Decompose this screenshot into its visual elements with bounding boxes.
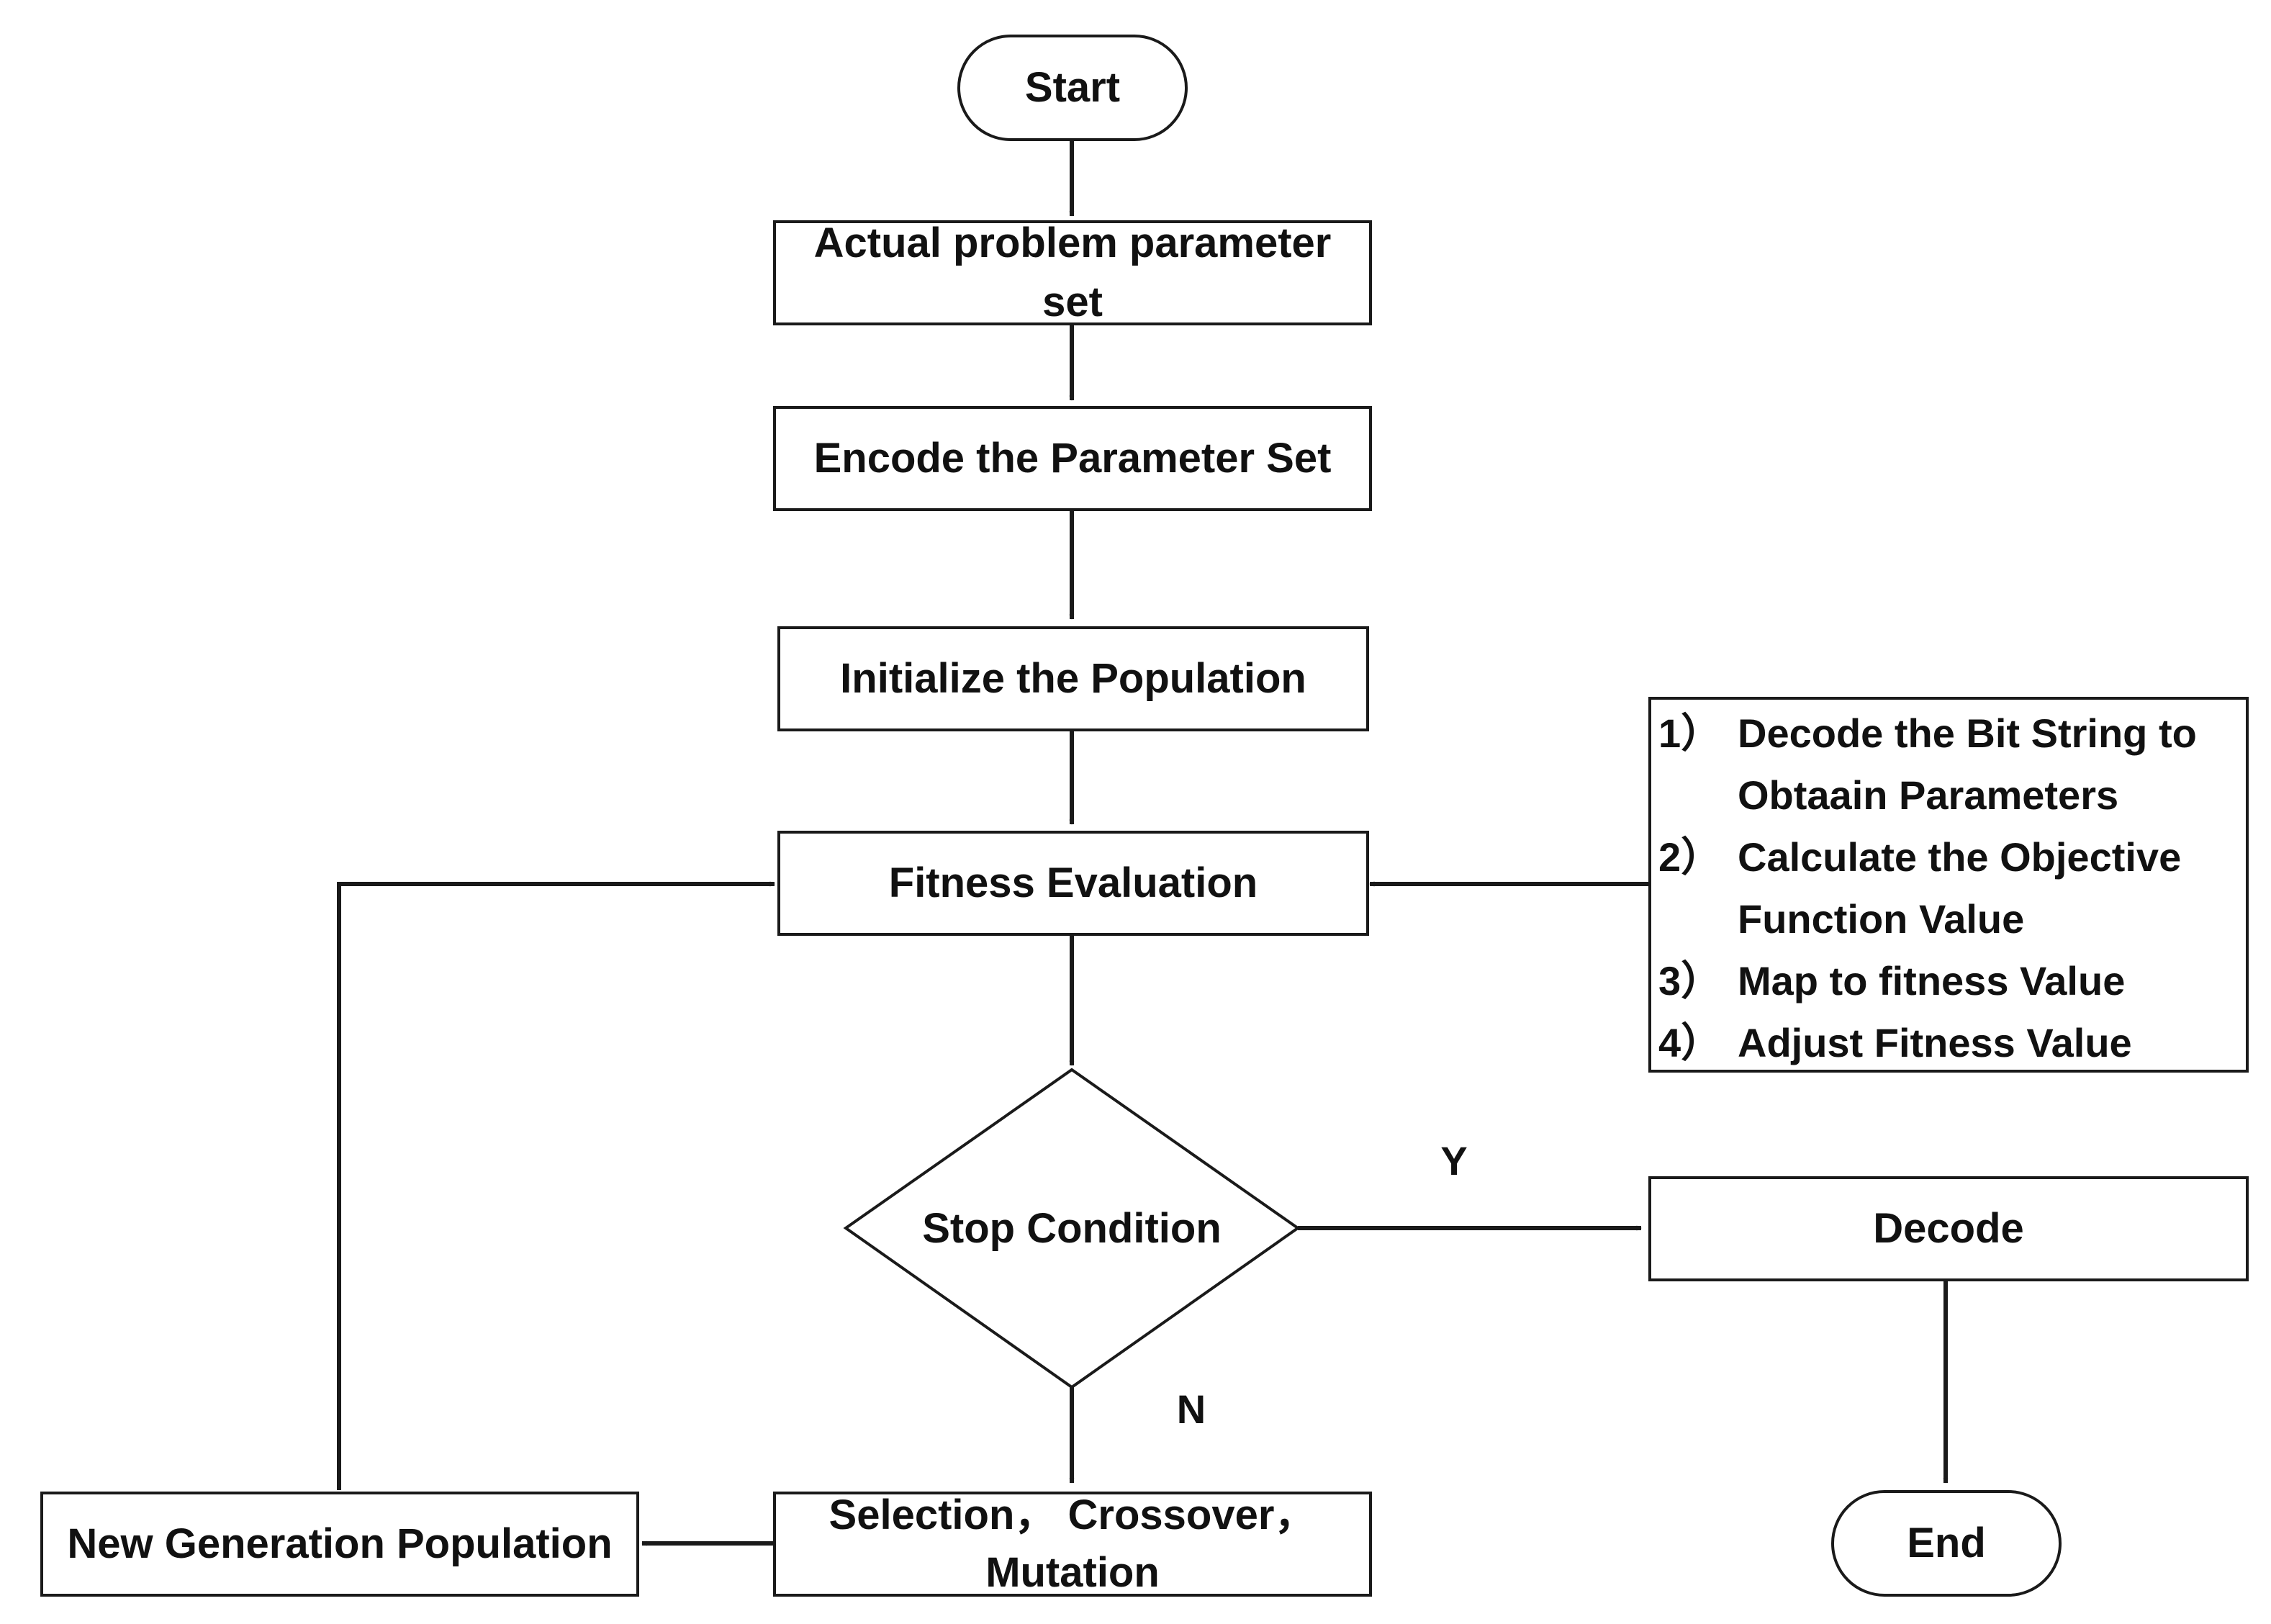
no-branch-label: N: [1176, 1386, 1206, 1432]
initialize-population-box: Initialize the Population: [777, 626, 1369, 731]
arrow-new-generation-loop-to-fitness: [337, 881, 775, 1490]
fitness-step-1-text: Decode the Bit String to Obtaain Paramet…: [1738, 703, 2239, 826]
fitness-step-3-number: 3）: [1658, 958, 1722, 1003]
fitness-step-2-text: Calculate the Objective Function Value: [1738, 826, 2239, 950]
encode-parameter-set-label: Encode the Parameter Set: [813, 435, 1332, 482]
start-label: Start: [1024, 64, 1121, 111]
fitness-step-2-line-1: Calculate the Objective: [1738, 834, 2182, 880]
fitness-step-2-line-2: Function Value: [1738, 896, 2025, 942]
fitness-step-1-line-2: Obtaain Parameters: [1738, 772, 2119, 818]
fitness-step-4: 4） Adjust Fitness Value: [1658, 1012, 2239, 1074]
decode-label: Decode: [1873, 1205, 2024, 1252]
mutation-label: Mutation: [985, 1549, 1160, 1596]
fitness-step-4-number: 4）: [1658, 1020, 1722, 1065]
fitness-steps-box: 1） Decode the Bit String to Obtaain Para…: [1648, 697, 2249, 1073]
decode-box: Decode: [1648, 1176, 2249, 1281]
fitness-step-1-number: 1）: [1658, 710, 1722, 756]
fitness-step-3-text: Map to fitness Value: [1738, 958, 2126, 1003]
decision-diamond: [843, 1068, 1301, 1389]
end-label: End: [1907, 1520, 1986, 1566]
initialize-population-label: Initialize the Population: [840, 655, 1306, 702]
new-generation-population-label: New Generation Population: [67, 1520, 613, 1567]
fitness-step-3: 3） Map to fitness Value: [1658, 950, 2239, 1012]
encode-parameter-set-box: Encode the Parameter Set: [773, 406, 1372, 511]
fitness-step-2: 2） Calculate the Objective Function Valu…: [1658, 826, 2239, 950]
fitness-step-2-number: 2）: [1658, 834, 1722, 880]
stop-condition-label-wrap: Stop Condition: [846, 1188, 1298, 1268]
end-terminal: End: [1831, 1490, 2062, 1597]
fitness-step-1-line-1: Decode the Bit String to: [1738, 710, 2197, 756]
start-terminal: Start: [957, 35, 1188, 141]
fitness-step-1: 1） Decode the Bit String to Obtaain Para…: [1658, 703, 2239, 826]
selection-crossover-mutation-box: Selection， Crossover， Mutation: [773, 1492, 1372, 1597]
actual-problem-parameter-set-label: Actual problem parameter set: [813, 220, 1332, 325]
new-generation-population-box: New Generation Population: [40, 1492, 639, 1597]
selection-crossover-label: Selection， Crossover，: [829, 1492, 1317, 1538]
fitness-step-4-text: Adjust Fitness Value: [1738, 1020, 2132, 1065]
fitness-evaluation-box: Fitness Evaluation: [777, 831, 1369, 936]
actual-problem-parameter-set-box: Actual problem parameter set: [773, 220, 1372, 325]
stop-condition-label: Stop Condition: [922, 1204, 1222, 1252]
fitness-evaluation-label: Fitness Evaluation: [888, 860, 1258, 906]
yes-branch-label: Y: [1440, 1138, 1468, 1183]
